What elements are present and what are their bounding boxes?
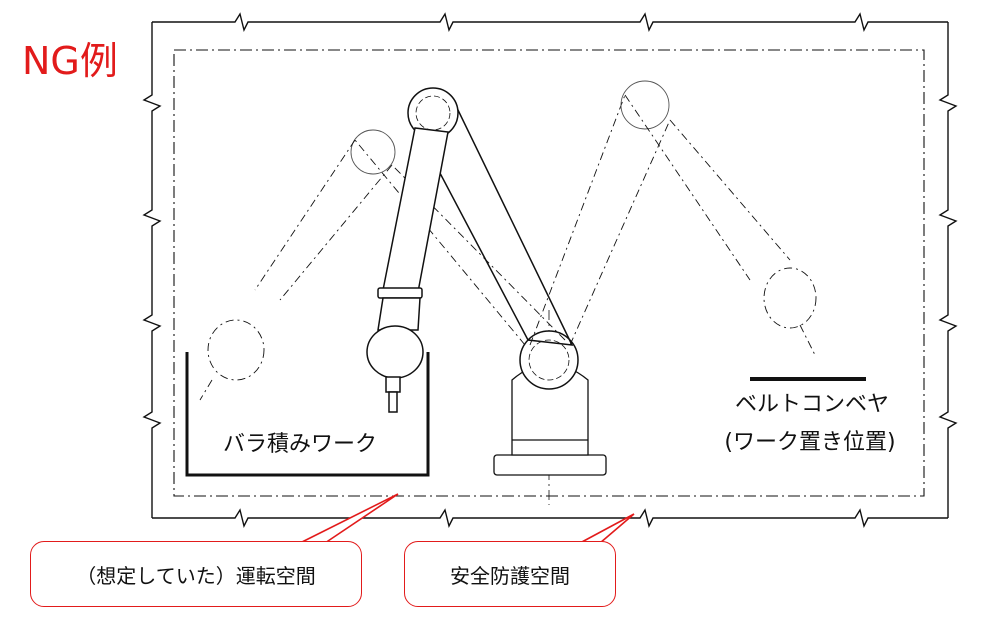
base-joint (519, 330, 579, 390)
bulk-work-label: バラ積みワーク (223, 432, 378, 457)
base-joint-inner (528, 339, 570, 381)
ghost-arm-right (529, 80, 817, 356)
ng-example-title: NG例 (22, 39, 118, 83)
operating-space-callout: （想定していた）運転空間 (30, 541, 362, 607)
safeguarded-space-callout: 安全防護空間 (404, 541, 616, 607)
conveyor-label: ベルトコンベヤ (734, 392, 889, 417)
safeguarded-space-boundary (142, 12, 958, 529)
operating-space-callout-text: （想定していた）運転空間 (76, 563, 316, 588)
safeguarded-space-callout-text: 安全防護空間 (450, 563, 570, 588)
conveyor-sub-label: (ワーク置き位置) (724, 430, 896, 455)
bulk-work-bin (185, 352, 430, 477)
robot-arm-main (366, 87, 574, 413)
